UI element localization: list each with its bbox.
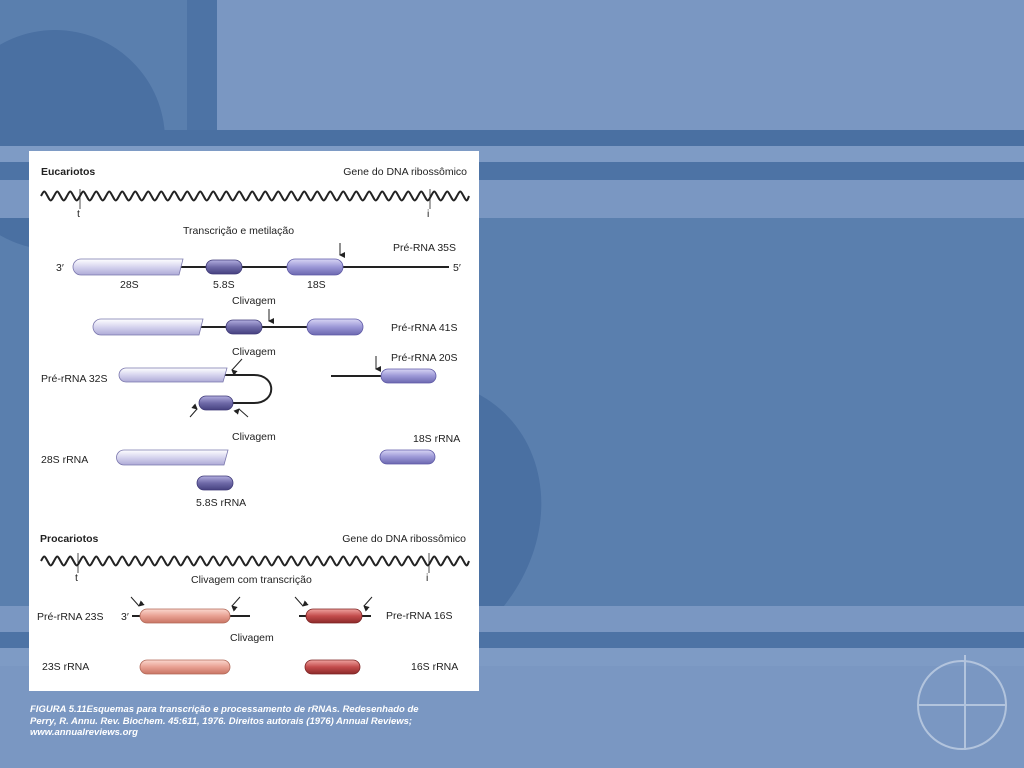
mature-28s-rrna bbox=[116, 449, 229, 466]
cleavage-2-label: Clivagem bbox=[232, 346, 276, 358]
figure-panel: Eucariotos Gene do DNA ribossômico t i T… bbox=[29, 151, 479, 691]
pre32s-loop-strand bbox=[223, 374, 273, 404]
pre41s-58s-segment bbox=[225, 319, 263, 335]
pre35s-label: Pré-RNA 35S bbox=[393, 242, 456, 254]
caption-line-1: FIGURA 5.11Esquemas para transcrição e p… bbox=[30, 704, 419, 715]
pre23s-left-arrow bbox=[130, 596, 145, 607]
seg-58s-label: 5.8S bbox=[213, 279, 235, 291]
rrna-processing-diagram: Eucariotos Gene do DNA ribossômico t i T… bbox=[37, 166, 470, 675]
pre20s-label: Pré-rRNA 20S bbox=[391, 352, 458, 364]
eukaryote-i-label: i bbox=[427, 208, 429, 220]
publisher-logo bbox=[917, 655, 1007, 750]
prokaryote-i-label: i bbox=[426, 572, 428, 584]
pre35s-28s-segment bbox=[72, 258, 184, 276]
rrna-28s-label: 28S rRNA bbox=[41, 454, 88, 466]
pre32s-28s-segment bbox=[118, 367, 228, 383]
pre16s-label: Pre-rRNA 16S bbox=[386, 610, 453, 622]
prokaryote-t-label: t bbox=[75, 572, 78, 584]
prokaryote-dna-wave bbox=[40, 555, 470, 567]
pre23s-3prime-label: 3′ bbox=[121, 611, 129, 623]
prokaryotes-title: Procariotos bbox=[40, 533, 99, 545]
rrna-16s-label: 16S rRNA bbox=[411, 661, 458, 673]
pre16s-segment bbox=[305, 608, 363, 624]
step-transcription-label: Transcrição e metilação bbox=[183, 225, 294, 237]
pre16s-right-arrow bbox=[363, 596, 373, 612]
rrna-23s-label: 23S rRNA bbox=[42, 661, 89, 673]
seg-28s-label: 28S bbox=[120, 279, 139, 291]
pre16s-left-arrow bbox=[294, 596, 309, 607]
pre32s-label: Pré-rRNA 32S bbox=[41, 373, 108, 385]
pre35s-5prime-label: 5′ bbox=[453, 262, 461, 274]
eukaryote-gene-label: Gene do DNA ribossômico bbox=[343, 166, 467, 178]
stripe-1 bbox=[0, 130, 1024, 146]
pre35s-58s-segment bbox=[205, 259, 243, 275]
pre23s-label: Pré-rRNA 23S bbox=[37, 611, 104, 623]
prokaryote-cleavage-label: Clivagem bbox=[230, 632, 274, 644]
eukaryote-dna-wave bbox=[40, 190, 470, 202]
eukaryote-t-label: t bbox=[77, 208, 80, 220]
seg-18s-label: 18S bbox=[307, 279, 326, 291]
mature-18s-rrna bbox=[379, 449, 436, 465]
pre23s-segment bbox=[139, 608, 231, 624]
eukaryotes-title: Eucariotos bbox=[41, 166, 95, 178]
mature-23s-rrna bbox=[139, 659, 231, 675]
cleavage-3-label: Clivagem bbox=[232, 431, 276, 443]
mature-58s-rrna bbox=[196, 475, 234, 491]
pre35s-3prime-label: 3′ bbox=[56, 262, 64, 274]
pre32s-58s-segment bbox=[198, 395, 234, 411]
pre32s-right-arrow bbox=[233, 408, 249, 418]
figure-caption: FIGURA 5.11Esquemas para transcrição e p… bbox=[30, 704, 480, 739]
rrna-18s-label: 18S rRNA bbox=[413, 433, 460, 445]
top-right-block bbox=[215, 0, 1024, 130]
step-cleavage-transcription-label: Clivagem com transcrição bbox=[191, 574, 312, 586]
caption-line-2: Perry, R. Annu. Rev. Biochem. 45:611, 19… bbox=[30, 715, 413, 727]
rrna-58s-label: 5.8S rRNA bbox=[196, 497, 246, 509]
prokaryote-gene-label: Gene do DNA ribossômico bbox=[342, 533, 466, 545]
pre41s-28s-segment bbox=[92, 318, 204, 336]
mature-16s-rrna bbox=[304, 659, 361, 675]
pre32s-cleavage-arrow bbox=[231, 358, 243, 376]
pre41s-18s-segment bbox=[306, 318, 364, 336]
pre23s-right-arrow bbox=[231, 596, 241, 612]
pre35s-18s-segment bbox=[286, 258, 344, 276]
pre32s-left-arrow bbox=[189, 403, 198, 418]
pre20s-18s-segment bbox=[380, 368, 437, 384]
pre41s-label: Pré-rRNA 41S bbox=[391, 322, 458, 334]
cleavage-1-label: Clivagem bbox=[232, 295, 276, 307]
caption-line-3: www.annualreviews.org bbox=[30, 727, 138, 738]
background-arc bbox=[470, 390, 542, 640]
